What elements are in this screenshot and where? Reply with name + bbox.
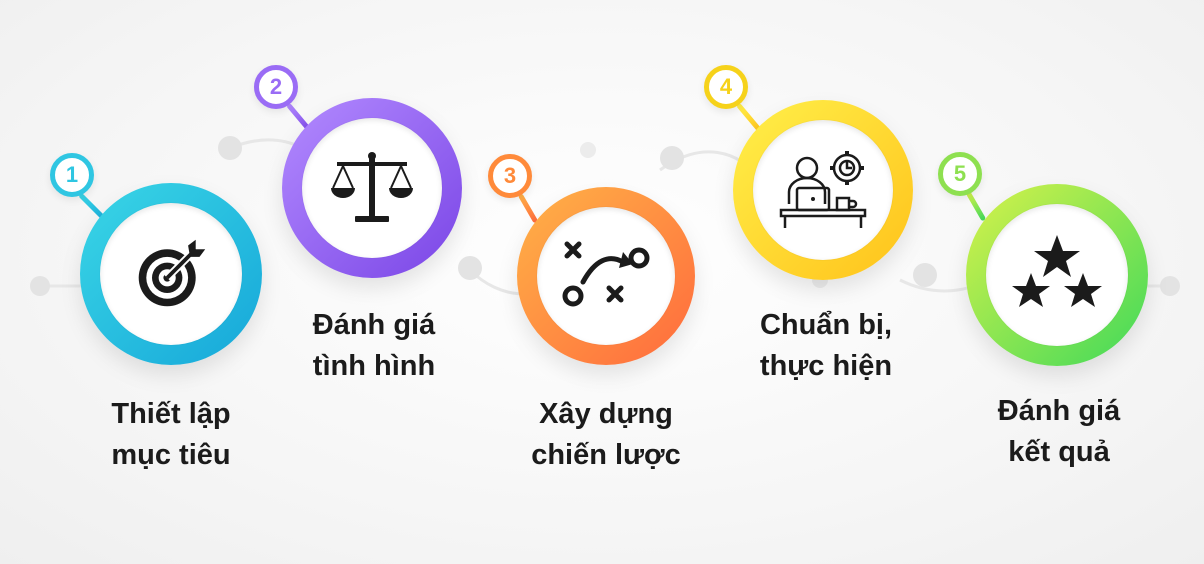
step-label: Đánh giá kết quả [997, 395, 1121, 468]
step-icon-disc [753, 120, 893, 260]
step-icon-disc [302, 118, 442, 258]
step-number-badge: 3 [488, 154, 532, 198]
step-label: Thiết lập mục tiêu [111, 398, 231, 471]
step-label: Xây dựng chiến lược [531, 398, 681, 471]
step-number: 3 [503, 163, 517, 188]
step-icon-disc [537, 207, 675, 345]
strategy-play-icon [562, 241, 650, 307]
step-number: 2 [269, 74, 283, 99]
step-icon-disc [100, 203, 242, 345]
step-label: Chuẩn bị, thực hiện [759, 309, 893, 382]
step-label: Đánh giá tình hình [312, 309, 436, 382]
three-stars-icon [1012, 235, 1102, 307]
scales-icon [331, 152, 413, 222]
step-number: 4 [719, 74, 733, 99]
step-icon-disc [986, 204, 1128, 346]
person-at-laptop-icon [779, 151, 867, 228]
step-number-badge: 4 [704, 65, 748, 109]
step-number-badge: 5 [938, 152, 982, 196]
step-number-badge: 1 [50, 153, 94, 197]
step-number: 5 [953, 161, 967, 186]
step-number: 1 [65, 162, 79, 187]
step-number-badge: 2 [254, 65, 298, 109]
target-icon [138, 239, 206, 307]
